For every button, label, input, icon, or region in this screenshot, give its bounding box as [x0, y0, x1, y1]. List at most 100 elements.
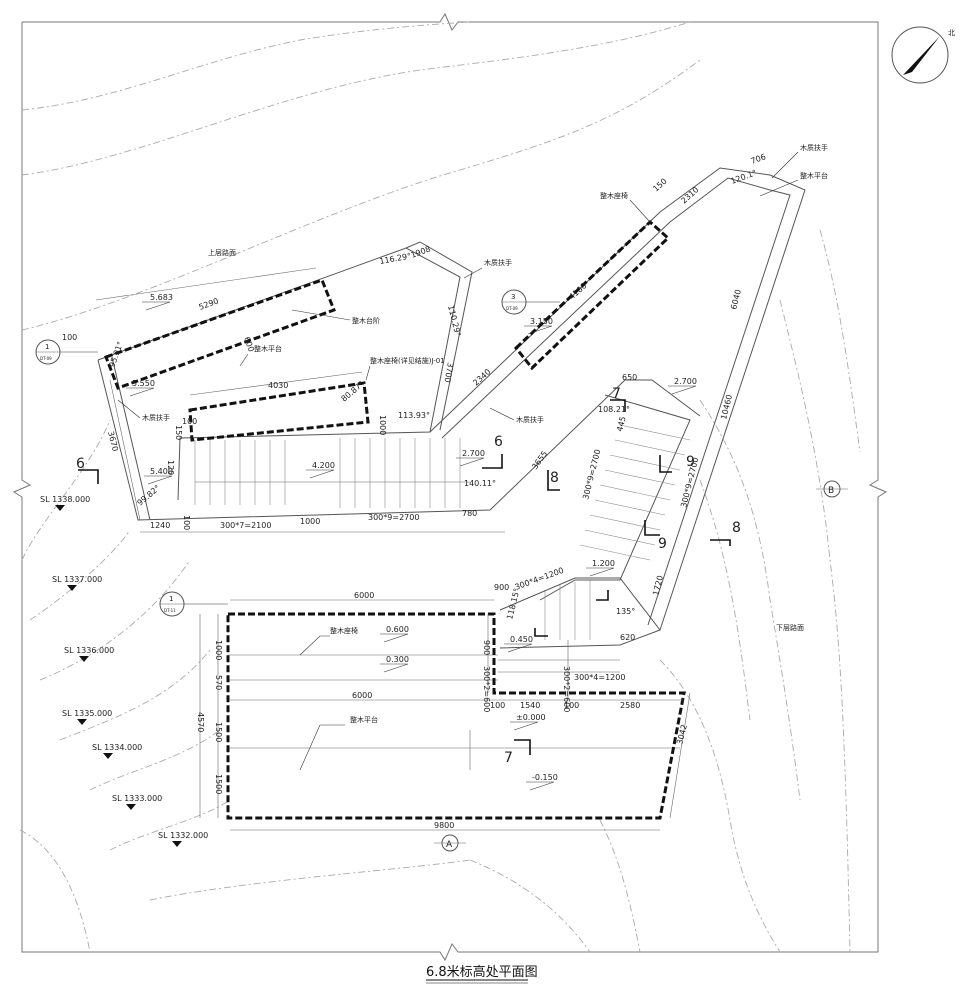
svg-text:300*4=1200: 300*4=1200	[574, 673, 625, 682]
svg-text:5.400: 5.400	[150, 467, 173, 476]
svg-text:300*2=600: 300*2=600	[562, 666, 571, 712]
svg-text:445: 445	[615, 415, 627, 432]
svg-text:2580: 2580	[620, 701, 640, 710]
svg-text:1000: 1000	[378, 415, 387, 435]
svg-text:3670: 3670	[106, 430, 120, 452]
dimension-lines	[95, 267, 691, 831]
svg-text:300*9=2700: 300*9=2700	[581, 448, 602, 500]
label-platform-3: 整木平台	[350, 715, 378, 724]
svg-text:100: 100	[182, 515, 191, 530]
angle-texts: 116.29° 110.29° 95.91° 80.87° 113.93° 99…	[107, 168, 758, 620]
section-6-right: 6	[494, 434, 503, 450]
svg-text:300*7=2100: 300*7=2100	[220, 521, 271, 530]
dimension-texts: 100 5290 600 4030 1000 3670 1240 300*7=2…	[62, 152, 767, 830]
svg-text:SL 1336.000: SL 1336.000	[64, 646, 114, 655]
svg-text:9800: 9800	[434, 821, 454, 830]
svg-text:300*9=2700: 300*9=2700	[368, 513, 419, 522]
svg-text:6.8米标高处平面图: 6.8米标高处平面图	[426, 964, 538, 980]
drawing-frame	[12, 12, 888, 962]
svg-text:706: 706	[750, 152, 767, 166]
svg-text:5.550: 5.550	[132, 379, 155, 388]
svg-text:140.11°: 140.11°	[464, 479, 496, 488]
svg-text:SL 1333.000: SL 1333.000	[112, 794, 162, 803]
svg-text:3655: 3655	[530, 449, 549, 471]
svg-text:6000: 6000	[354, 591, 374, 600]
svg-text:100: 100	[564, 701, 579, 710]
label-wood-step: 整木台阶	[352, 316, 380, 325]
drawing-title: 6.8米标高处平面图	[426, 964, 538, 984]
svg-text:120: 120	[166, 460, 175, 475]
svg-text:620: 620	[620, 633, 635, 642]
svg-text:1000: 1000	[300, 517, 320, 526]
svg-text:1908: 1908	[410, 244, 432, 259]
svg-text:SL 1332.000: SL 1332.000	[158, 831, 208, 840]
svg-text:300*4=1200: 300*4=1200	[514, 566, 565, 592]
section-6-left: 6	[76, 456, 85, 472]
svg-text:650: 650	[622, 373, 637, 382]
svg-text:-0.150: -0.150	[532, 773, 558, 782]
north-label: 北	[948, 29, 955, 37]
svg-text:2.700: 2.700	[674, 377, 697, 386]
label-handrail-1: 木质扶手	[800, 143, 828, 152]
svg-text:4570: 4570	[196, 712, 205, 732]
svg-text:1500: 1500	[214, 722, 223, 742]
label-platform-2: 整木平台	[800, 171, 828, 180]
upper-walkway	[97, 167, 806, 631]
svg-text:1540: 1540	[520, 701, 540, 710]
label-wood-seat-3: 整木座椅	[330, 626, 358, 635]
section-8-right: 8	[732, 520, 741, 536]
svg-text:4030: 4030	[268, 381, 288, 390]
section-7-bottom: 7	[504, 750, 513, 766]
detail-bubble-1-lower: 1 DT-11	[159, 591, 228, 617]
svg-text:110.29°: 110.29°	[446, 304, 462, 337]
svg-text:1: 1	[169, 595, 173, 603]
svg-text:780: 780	[462, 509, 477, 518]
svg-text:1: 1	[45, 343, 49, 351]
svg-text:SL 1335.000: SL 1335.000	[62, 709, 112, 718]
svg-text:1.200: 1.200	[592, 559, 615, 568]
label-lower-road: 下层路面	[776, 623, 804, 632]
svg-text:2340: 2340	[471, 367, 492, 387]
svg-text:99.82°: 99.82°	[136, 483, 162, 507]
svg-text:A: A	[446, 840, 453, 850]
svg-text:5290: 5290	[198, 296, 220, 311]
label-upper-road: 上层路面	[208, 248, 236, 257]
axis-bubble-b: B	[816, 480, 848, 498]
svg-text:150: 150	[651, 177, 668, 194]
svg-text:100: 100	[490, 701, 505, 710]
svg-text:116.29°: 116.29°	[379, 252, 412, 266]
svg-text:SL 1334.000: SL 1334.000	[92, 743, 142, 752]
axis-bubble-a: A	[434, 834, 466, 852]
svg-text:10460: 10460	[719, 394, 734, 421]
svg-text:2310: 2310	[679, 185, 700, 205]
svg-text:0.300: 0.300	[386, 655, 409, 664]
svg-text:5.683: 5.683	[150, 293, 173, 302]
section-8-left: 8	[550, 470, 559, 486]
main-stair-treads	[194, 438, 470, 508]
svg-text:3042: 3042	[675, 724, 689, 746]
svg-text:6040: 6040	[729, 289, 743, 311]
svg-text:1000: 1000	[214, 640, 223, 660]
svg-text:DT-09: DT-09	[40, 356, 52, 361]
section-7-top: 7	[612, 386, 621, 402]
label-platform-1: 整木平台	[254, 344, 282, 353]
svg-text:3.150: 3.150	[530, 317, 553, 326]
svg-text:2.700: 2.700	[462, 449, 485, 458]
svg-text:150: 150	[174, 425, 183, 440]
svg-text:DT-09: DT-09	[506, 306, 518, 311]
sl-levels: SL 1338.000 SL 1337.000 SL 1336.000 SL 1…	[40, 495, 208, 847]
svg-text:100: 100	[182, 417, 197, 426]
svg-text:113.93°: 113.93°	[398, 411, 430, 420]
svg-text:300*2=600: 300*2=600	[482, 666, 491, 712]
wood-bench-outlines	[104, 219, 686, 820]
label-handrail-2: 木质扶手	[484, 258, 512, 267]
svg-text:0.600: 0.600	[386, 625, 409, 634]
right-stair-treads	[499, 424, 691, 649]
svg-text:4.200: 4.200	[312, 461, 335, 470]
svg-text:DT-11: DT-11	[164, 608, 176, 613]
label-handrail-3: 木质扶手	[516, 415, 544, 424]
svg-text:80.87°: 80.87°	[340, 379, 366, 403]
label-wood-seat-1: 整木座椅	[600, 191, 628, 200]
terrain-contours	[19, 21, 861, 953]
